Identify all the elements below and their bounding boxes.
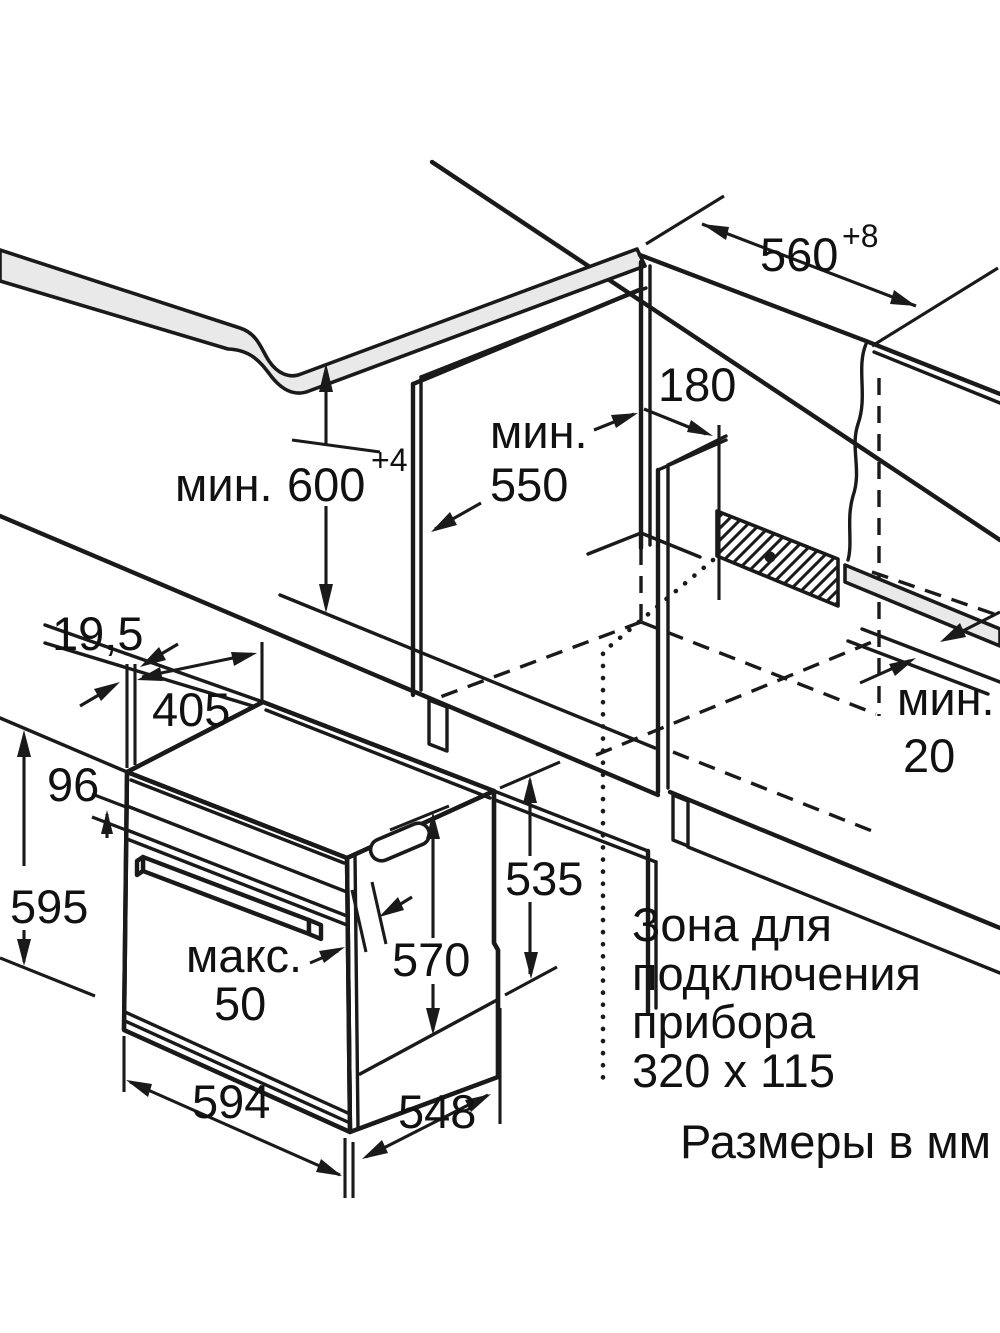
label-niche-depth-min: мин. bbox=[490, 405, 588, 458]
worktop-cut-band bbox=[0, 247, 647, 395]
units-note-text: Размеры в мм bbox=[680, 1115, 991, 1168]
dim-niche-depth: мин. 550 bbox=[431, 405, 588, 532]
connection-zone-label: Зона для подключения прибора 320 x 115 bbox=[632, 898, 921, 1097]
oven bbox=[0, 699, 501, 1135]
label-handle-depth-max: макс. bbox=[186, 929, 302, 982]
dim-panel-height: 96 bbox=[47, 758, 127, 838]
label-rear-gap: 20 bbox=[903, 729, 955, 782]
label-oven-width: 594 bbox=[192, 1075, 270, 1128]
label-front-height: 595 bbox=[10, 880, 88, 933]
zone-label-line2: подключения bbox=[632, 947, 921, 1000]
label-frame-lip: 19,5 bbox=[52, 607, 143, 660]
label-niche-depth: 550 bbox=[490, 458, 568, 511]
label-rear-gap-min: мин. bbox=[897, 672, 995, 725]
zone-label-line4: 320 x 115 bbox=[632, 1044, 835, 1097]
dim-rear-height: 535 bbox=[499, 760, 583, 997]
dim-frame-lip: 19,5 bbox=[52, 607, 179, 768]
zone-label-line3: прибора bbox=[632, 995, 816, 1048]
units-note: Размеры в мм bbox=[680, 1115, 991, 1168]
label-niche-width-tol: +8 bbox=[842, 218, 878, 254]
dim-top-depth: 405 bbox=[137, 642, 264, 736]
label-niche-width: 560 bbox=[760, 228, 838, 281]
label-rear-height: 535 bbox=[505, 852, 583, 905]
room-back-line bbox=[429, 159, 1000, 543]
label-door-height: 570 bbox=[392, 933, 470, 986]
dim-niche-height: мин. 600 +4 bbox=[175, 363, 407, 613]
dim-body-depth: 548 bbox=[362, 1008, 502, 1159]
label-niche-height-min: мин. bbox=[175, 458, 273, 511]
connection-zone bbox=[600, 509, 840, 1081]
label-niche-height: 600 bbox=[287, 458, 365, 511]
oven-handle bbox=[134, 854, 324, 942]
dim-front-height: 595 bbox=[0, 730, 96, 998]
label-zone-offset: 180 bbox=[658, 358, 736, 411]
dim-zone-offset: 180 bbox=[593, 358, 736, 600]
label-panel-height: 96 bbox=[47, 758, 99, 811]
dim-niche-width: 560 +8 bbox=[645, 194, 999, 348]
dim-rear-gap: мин. 20 bbox=[859, 610, 1000, 782]
zone-label-line1: Зона для bbox=[632, 898, 832, 951]
label-handle-depth: 50 bbox=[214, 977, 266, 1030]
dim-handle-depth: макс. 50 bbox=[186, 881, 413, 1030]
dim-oven-width: 594 bbox=[122, 1036, 355, 1198]
dim-door-height: 570 bbox=[389, 804, 470, 1035]
label-niche-height-tol: +4 bbox=[371, 442, 407, 478]
leader-dotted-line bbox=[600, 557, 716, 1081]
connection-point-dot bbox=[764, 551, 776, 563]
label-body-depth: 548 bbox=[398, 1085, 476, 1138]
label-top-depth: 405 bbox=[152, 683, 230, 736]
